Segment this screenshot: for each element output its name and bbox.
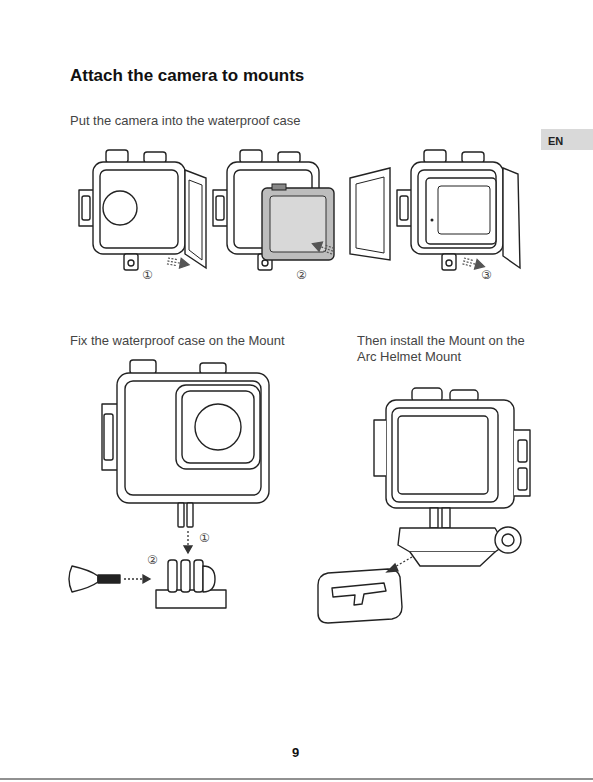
callout-number: ② bbox=[296, 268, 307, 282]
instruction-text: Then install the Mount on the Arc Helmet… bbox=[357, 333, 535, 365]
instruction-text: Put the camera into the waterproof case bbox=[70, 113, 301, 129]
callout-number: ① bbox=[142, 268, 153, 282]
tab-text: EN bbox=[548, 135, 563, 147]
callout-number: ③ bbox=[481, 268, 492, 282]
callout-number: ② bbox=[147, 553, 158, 567]
page-number: 9 bbox=[292, 745, 299, 760]
page-title: Attach the camera to mounts bbox=[70, 66, 304, 86]
callout-number: ① bbox=[199, 531, 210, 545]
language-tab: EN bbox=[541, 129, 593, 150]
instruction-text: Fix the waterproof case on the Mount bbox=[70, 333, 285, 349]
